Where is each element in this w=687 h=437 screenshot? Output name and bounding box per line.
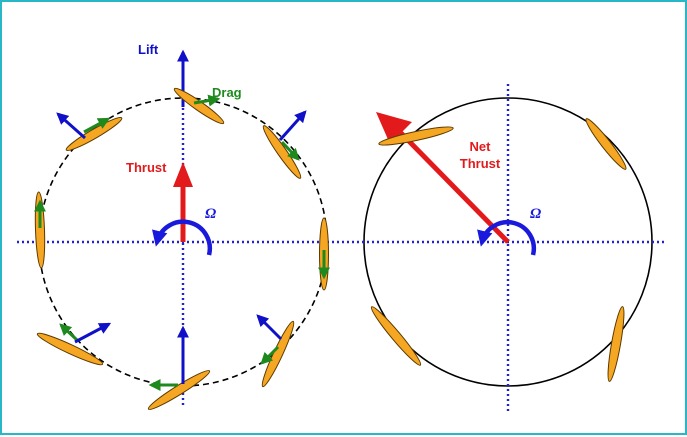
left-rotation-arrow <box>152 219 212 256</box>
drag-arrow-bottom-left <box>59 323 79 342</box>
right-blade-bottom-right <box>607 306 625 382</box>
blade-bottom-right <box>261 320 295 388</box>
right-blade-bottom-left <box>370 306 422 366</box>
net-thrust-label-line1: Net <box>470 139 492 154</box>
net-thrust-label-line2: Thrust <box>460 156 501 171</box>
drag-arrow-top-left <box>83 117 111 134</box>
lift-label: Lift <box>138 42 159 57</box>
right-rotation-arrow <box>477 219 537 256</box>
drag-label: Drag <box>212 85 242 100</box>
left-rotor-diagram: Lift Drag <box>17 42 347 410</box>
lift-arrow-top-left <box>56 112 86 140</box>
blade-top-right <box>262 125 302 179</box>
drag-arrow-bottom-right <box>260 345 280 365</box>
right-blade-top-left <box>378 126 454 146</box>
net-thrust-arrow-shaft <box>398 130 510 244</box>
blade-bottom-left <box>36 332 104 366</box>
drag-arrow-top-right <box>280 140 300 161</box>
lift-arrow-bottom-left <box>74 322 112 344</box>
drag-arrow-top <box>193 94 221 107</box>
net-thrust-arrow-head <box>376 112 412 144</box>
lift-arrow-bottom-right <box>256 314 283 341</box>
blade-bottom <box>147 370 211 410</box>
right-omega-label: Ω <box>530 206 541 222</box>
right-blade-top-right <box>585 118 627 170</box>
left-omega-label: Ω <box>205 206 216 222</box>
thrust-arrow-head <box>173 162 193 187</box>
blade-top-left <box>65 117 123 151</box>
drag-arrows <box>34 94 330 391</box>
lift-arrow-top-right <box>278 110 307 141</box>
right-rotor-diagram: Net Thrust Ω <box>347 84 667 412</box>
right-blades <box>370 118 627 382</box>
thrust-label: Thrust <box>126 160 167 175</box>
lift-arrows <box>56 110 307 384</box>
